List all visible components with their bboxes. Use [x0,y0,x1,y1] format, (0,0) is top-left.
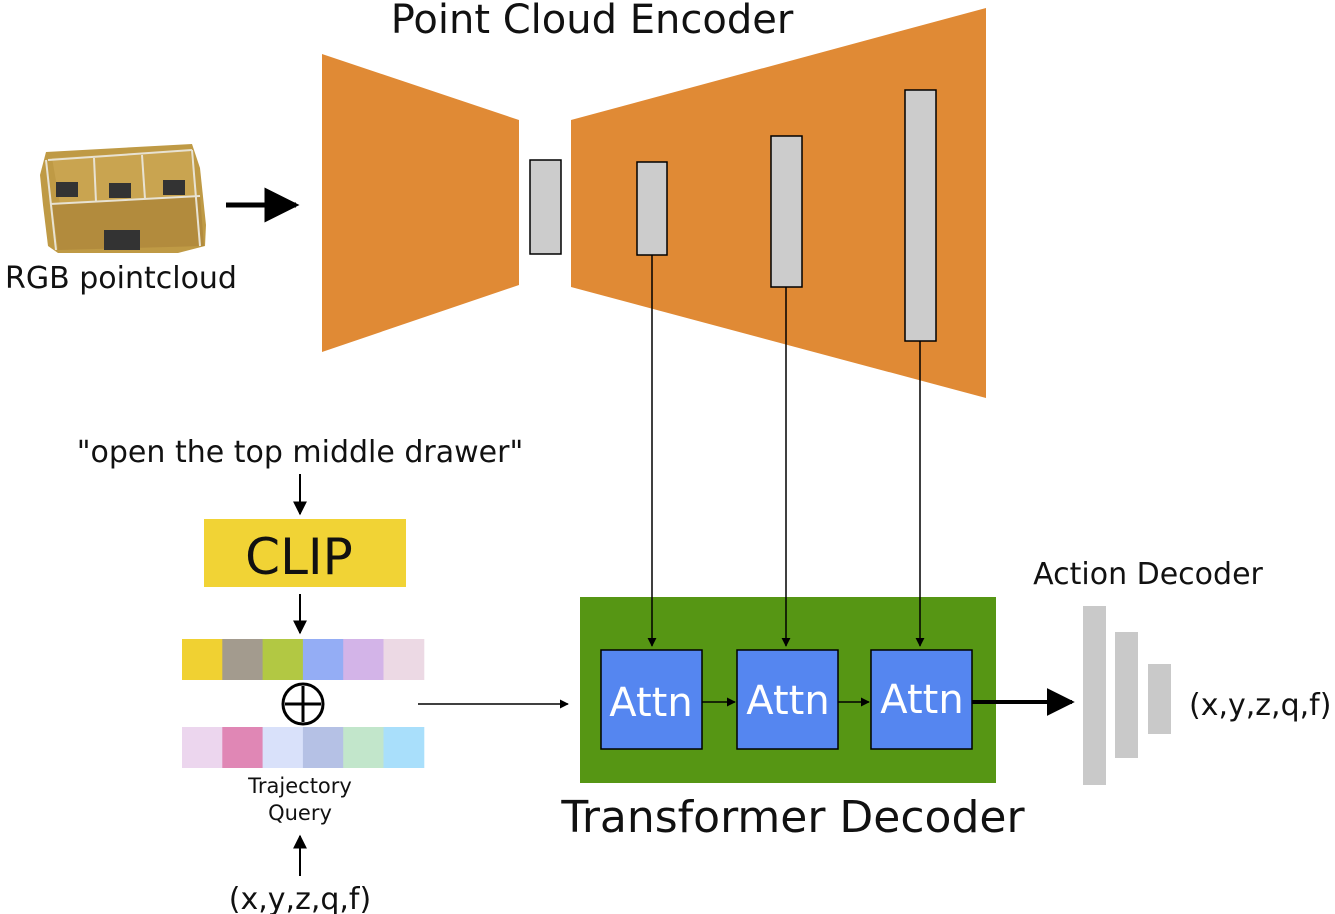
query-token-6 [383,727,425,768]
language-token-strip [182,639,425,680]
attn-label-3: Attn [880,677,963,723]
attn-label-1: Attn [609,680,692,726]
clip-label: CLIP [245,528,353,586]
feature-map-3 [904,89,937,342]
feature-map-2 [770,135,803,288]
pointcloud-handle-middle [109,183,131,198]
output-pose-label: (x,y,z,q,f) [1189,688,1331,723]
action-decoder-layer-2 [1115,632,1138,758]
attn-label-2: Attn [746,678,829,724]
pointcloud-handle-left [56,182,78,197]
query-token-2 [222,727,264,768]
query-token-5 [343,727,384,768]
pointcloud-top-drawers [52,150,196,204]
language-token-2 [222,639,264,680]
query-token-3 [262,727,304,768]
circled-plus-icon [281,682,325,726]
input-label: RGB pointcloud [5,261,237,296]
pointcloud-edges [45,149,201,251]
language-token-1 [182,639,223,680]
language-token-4 [302,639,344,680]
attn-block-3 [870,649,973,750]
pointcloud-handle-right [163,180,185,195]
pointcloud-handle-bottom [104,230,140,250]
decoder-title: Transformer Decoder [560,792,1025,843]
pointcloud-bottom-drawer [52,196,204,250]
clip-block [204,519,406,587]
language-token-3 [262,639,304,680]
bottleneck-feature-map [529,159,562,255]
input-pose-label: (x,y,z,q,f) [229,882,371,914]
encoder-downsampling-block [322,54,519,352]
pointcloud-thumbnail [40,144,206,253]
instruction-text: "open the top middle drawer" [77,435,524,470]
query-token-1 [182,727,223,768]
attn-block-1 [600,649,703,750]
action-decoder-layer-3 [1148,664,1171,734]
language-token-5 [343,639,384,680]
language-token-6 [383,639,425,680]
query-token-strip [182,727,425,768]
action-decoder-layer-1 [1083,606,1106,785]
attn-block-2 [736,649,839,750]
trajectory-query-label-line1: Trajectory [247,774,352,798]
trajectory-query-label-line2: Query [268,801,332,825]
action-decoder-title: Action Decoder [1033,557,1263,592]
encoder-title: Point Cloud Encoder [391,0,794,43]
feature-map-1 [636,161,668,256]
query-token-4 [302,727,344,768]
